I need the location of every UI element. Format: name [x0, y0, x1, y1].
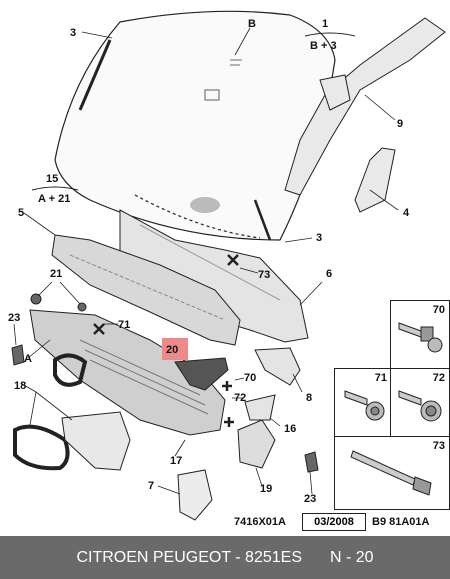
- callout-a: A: [24, 353, 32, 365]
- scuttle-grille: [29, 309, 226, 436]
- hardware-box-72-label: 72: [432, 372, 445, 384]
- callout-17: 17: [170, 455, 182, 467]
- callout-4: 4: [403, 207, 410, 219]
- callout-b: B: [248, 18, 256, 30]
- footer-bar: CITROEN PEUGEOT - 8251ES N - 20: [0, 536, 450, 579]
- callout-b-plus-3: B + 3: [310, 40, 337, 52]
- callout-3-right: 3: [316, 232, 322, 244]
- cowl-panel: [51, 234, 241, 346]
- a-pillar-trim: [284, 17, 446, 196]
- callout-16: 16: [284, 423, 296, 435]
- callout-15: 15: [46, 173, 58, 185]
- bracket-part-7: [177, 469, 213, 521]
- hardware-box-70: 70: [390, 300, 450, 370]
- screw-73-icon: [350, 450, 432, 496]
- callout-7: 7: [148, 480, 154, 492]
- trim-clip-part-4: [354, 147, 396, 213]
- callout-8: 8: [306, 392, 312, 404]
- callout-6: 6: [326, 268, 332, 280]
- hardware-box-72: 72: [390, 368, 450, 438]
- callout-3-top: 3: [70, 27, 76, 39]
- bolt-70-icon: [398, 322, 443, 353]
- footer-brand: CITROEN PEUGEOT - 8251ES: [76, 548, 302, 566]
- callout-19: 19: [260, 483, 272, 495]
- footer-page: N - 20: [329, 548, 374, 566]
- hardware-box-71: 71: [334, 368, 392, 438]
- callout-72: 72: [234, 392, 246, 404]
- callout-5: 5: [18, 207, 24, 219]
- diagram-code-right: B9 81A01A: [372, 516, 430, 528]
- hardware-box-73: 73: [334, 436, 450, 510]
- hardware-box-73-label: 73: [432, 440, 445, 452]
- windscreen: [54, 10, 336, 241]
- callout-a-plus-21: A + 21: [38, 193, 70, 205]
- callout-71: 71: [118, 319, 130, 331]
- diagram-date: 03/2008: [302, 513, 366, 531]
- bolt-71-icon: [344, 390, 385, 421]
- clips: [11, 293, 319, 473]
- callout-70: 70: [244, 372, 256, 384]
- fraction-marks: [31, 32, 356, 191]
- callout-73: 73: [258, 269, 270, 281]
- callout-labels: B 1 B + 3 3 9 15 A + 21 4 5 3 73 6 21 23…: [8, 18, 410, 505]
- seal-part-18: [13, 353, 88, 471]
- cross-markers: [93, 254, 239, 427]
- callout-1: 1: [322, 18, 328, 30]
- callout-23-right: 23: [304, 493, 316, 505]
- callout-23-left: 23: [8, 312, 20, 324]
- bracket-part-19: [237, 419, 276, 469]
- air-duct: [61, 411, 131, 471]
- diagram-code-left: 7416X01A: [234, 516, 286, 528]
- bracket-part-20: [162, 338, 229, 391]
- exploded-parts-diagram: B 1 B + 3 3 9 15 A + 21 4 5 3 73 6 21 23…: [8, 10, 446, 521]
- bracket-part-16: [244, 394, 276, 421]
- hardware-box-71-label: 71: [374, 372, 387, 384]
- callout-18: 18: [14, 380, 26, 392]
- leader-lines: [13, 27, 399, 495]
- bolt-72-icon: [398, 390, 442, 422]
- callout-9: 9: [397, 118, 403, 130]
- hardware-box-70-label: 70: [432, 304, 445, 316]
- callout-21: 21: [50, 268, 62, 280]
- bracket-part-8: [254, 347, 301, 386]
- callout-20: 20: [166, 344, 178, 356]
